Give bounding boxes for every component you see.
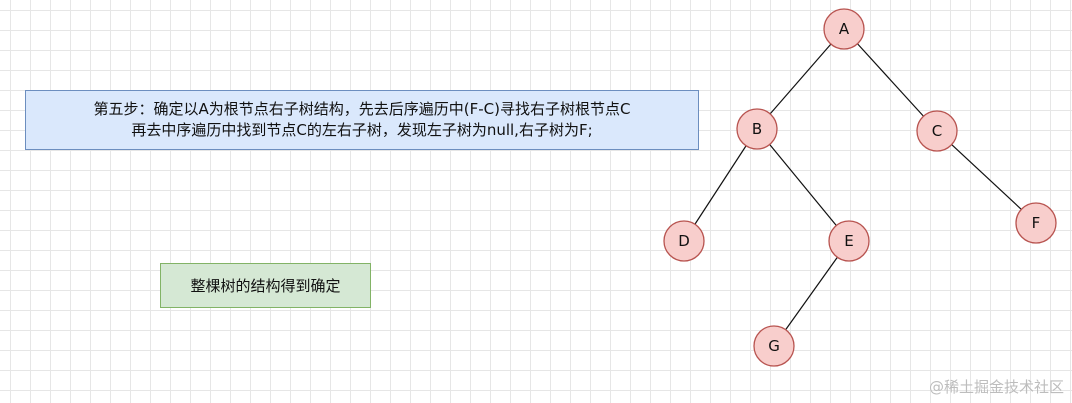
tree-node-label: C (932, 122, 942, 140)
tree-node-circle (823, 8, 865, 50)
tree-node-label: B (752, 120, 762, 138)
tree-node-label: F (1032, 214, 1041, 232)
step-five-box: 第五步：确定以A为根节点右子树结构，先去后序遍历中(F-C)寻找右子树根节点C … (25, 90, 699, 150)
edge-a-b (769, 43, 832, 115)
step-five-line-2: 再去中序遍历中找到节点C的左右子树，发现左子树为null,右子树为F; (131, 121, 593, 139)
tree-node-label: G (768, 337, 780, 355)
tree-node-label: D (678, 232, 690, 250)
tree-node-circle (916, 110, 958, 152)
tree-node-g: G (753, 325, 795, 367)
tree-node-a: A (823, 8, 865, 50)
tree-node-c: C (916, 110, 958, 152)
tree-confirmed-box: 整棵树的结构得到确定 (160, 263, 371, 308)
tree-node-circle (663, 220, 705, 262)
tree-node-circle (1015, 202, 1057, 244)
tree-node-label: A (839, 20, 850, 38)
tree-node-circle (828, 220, 870, 262)
edge-b-e (769, 144, 837, 226)
tree-node-circle (736, 108, 778, 150)
edge-a-c (857, 43, 924, 117)
step-five-line-1: 第五步：确定以A为根节点右子树结构，先去后序遍历中(F-C)寻找右子树根节点C (93, 100, 631, 118)
tree-node-circle (753, 325, 795, 367)
edge-b-d (694, 145, 747, 225)
tree-node-e: E (828, 220, 870, 262)
tree-node-f: F (1015, 202, 1057, 244)
tree-node-b: B (736, 108, 778, 150)
edge-e-g (785, 256, 838, 331)
tree-node-d: D (663, 220, 705, 262)
watermark: @稀土掘金技术社区 (928, 378, 1064, 396)
edge-c-f (951, 144, 1022, 210)
tree-node-label: E (844, 232, 853, 250)
